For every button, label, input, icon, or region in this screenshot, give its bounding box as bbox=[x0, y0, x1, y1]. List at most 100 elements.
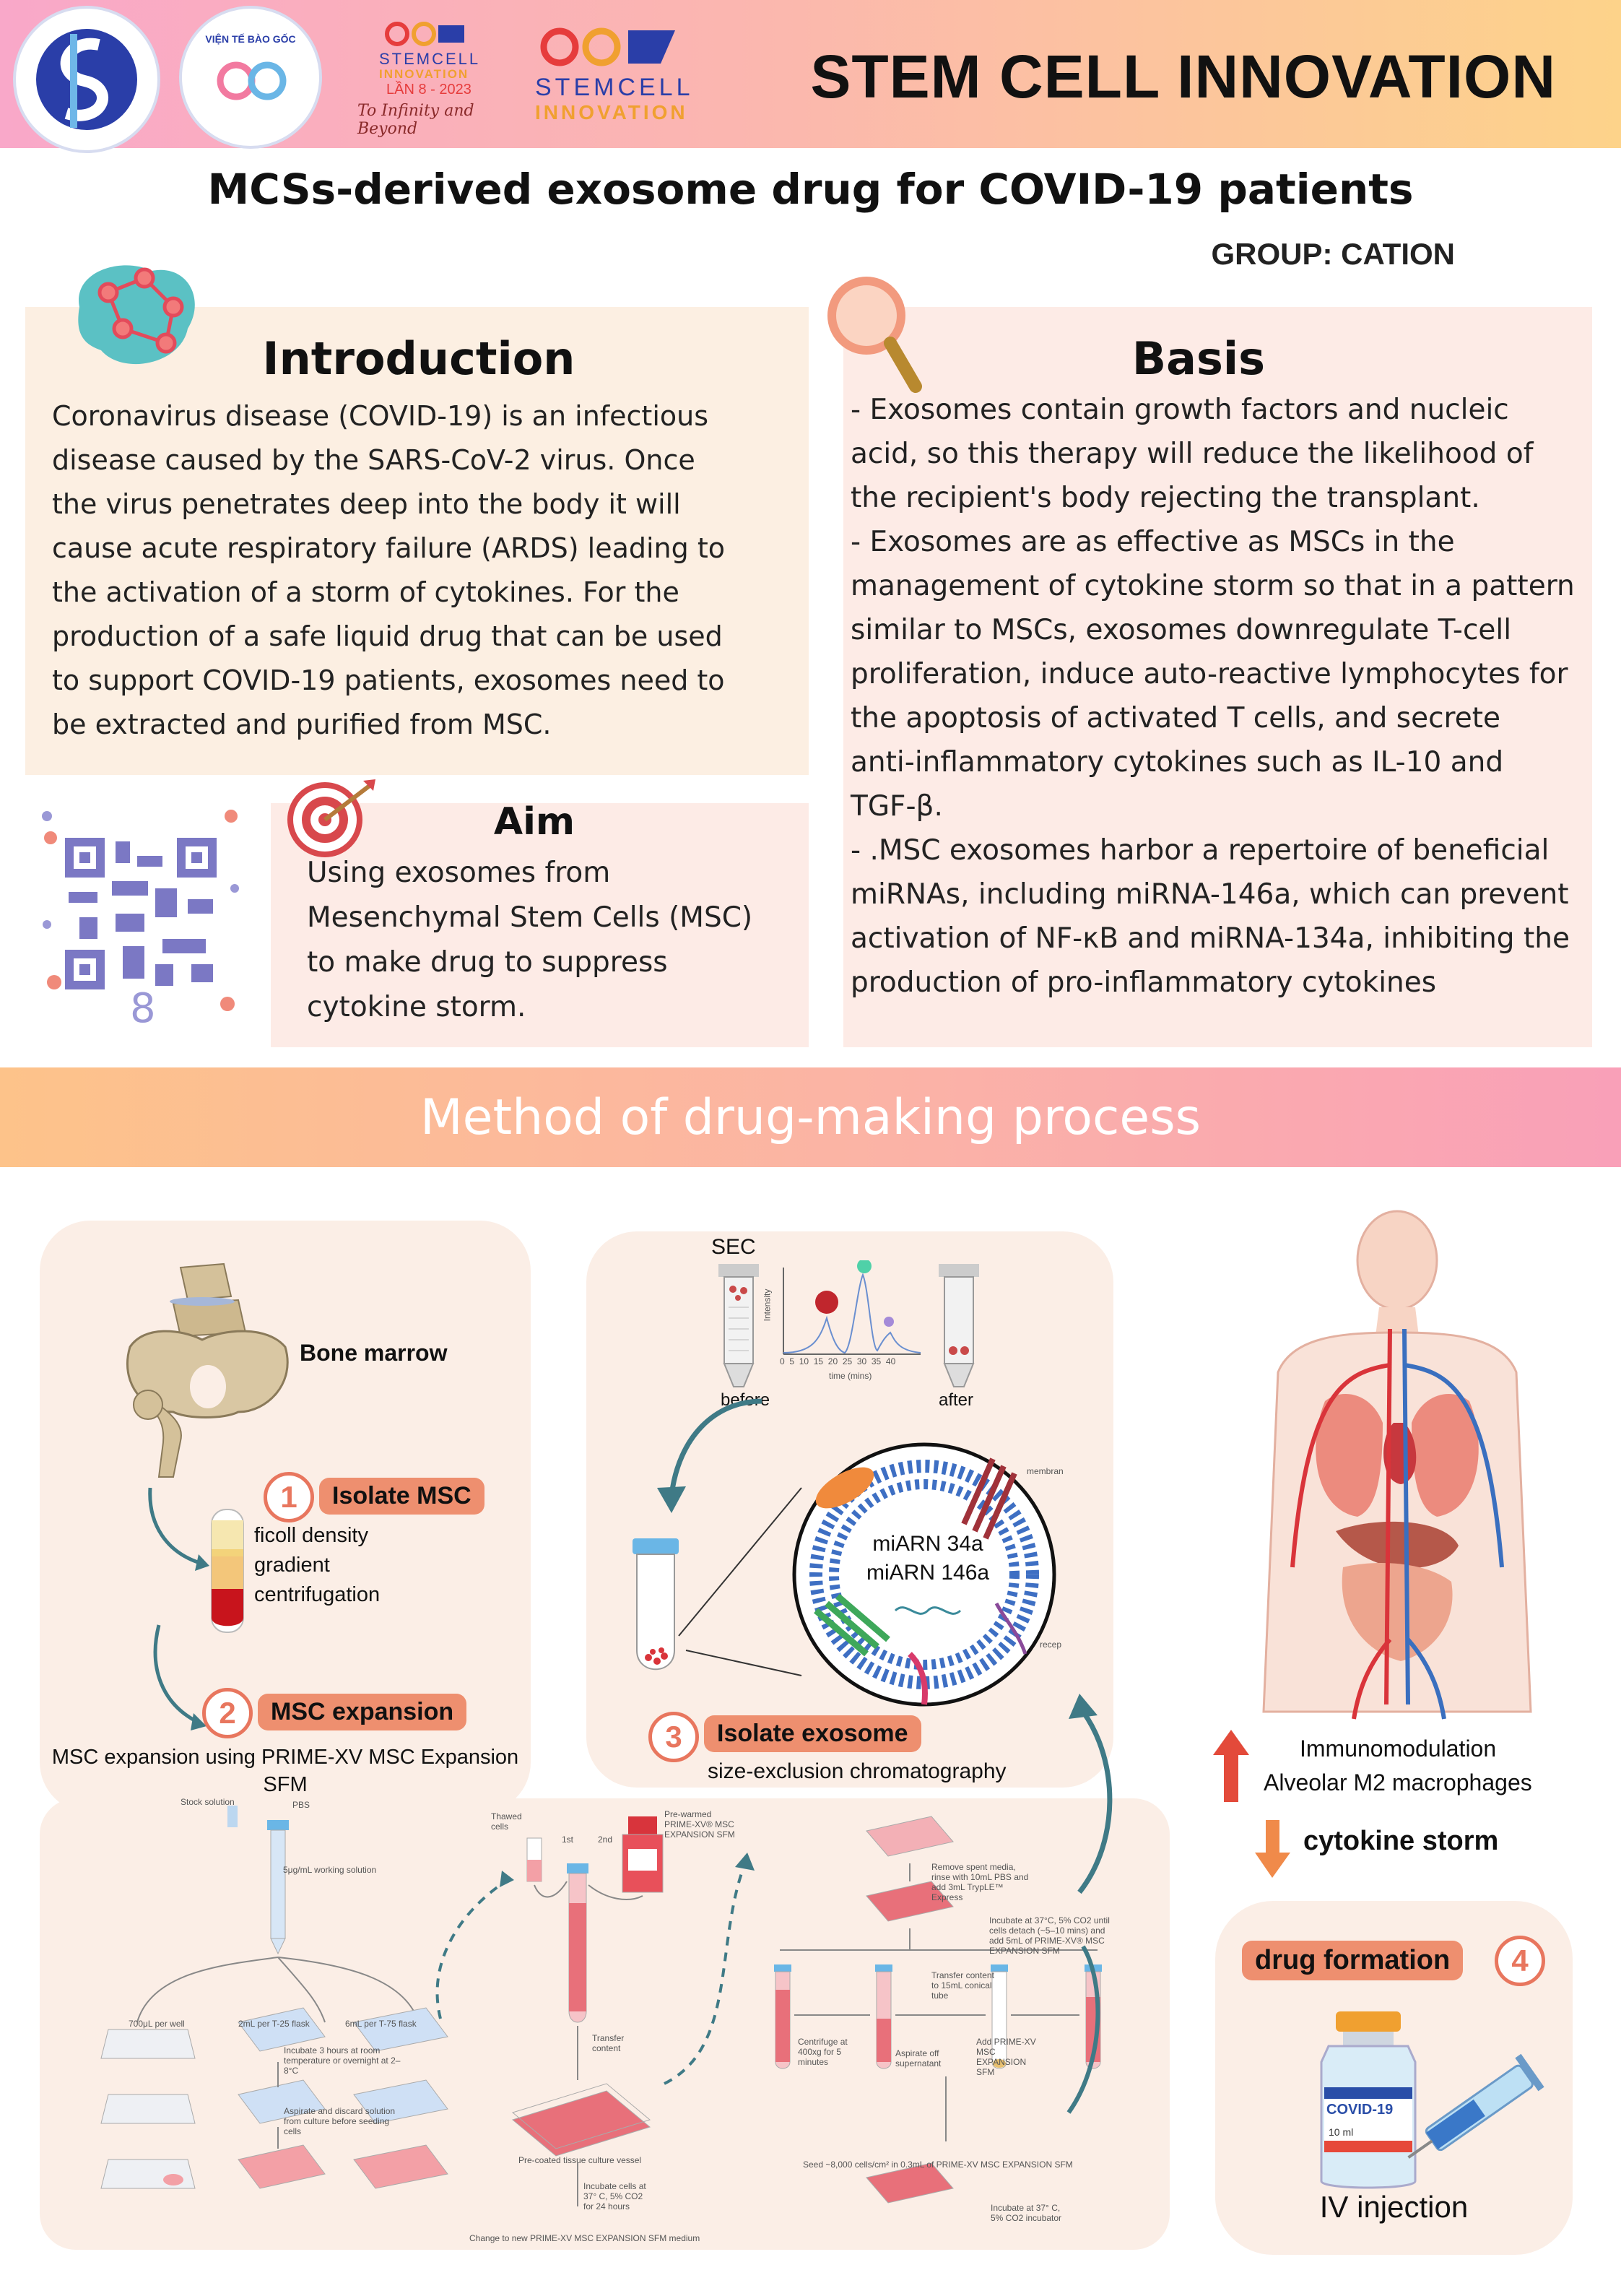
flower-decoration-icon: 8 bbox=[42, 810, 239, 1026]
event-logo-icon bbox=[385, 22, 464, 46]
sec-axis-x: time (mins) bbox=[829, 1371, 872, 1381]
header-title: STEM CELL INNOVATION bbox=[810, 43, 1556, 111]
note-stock-solution: Stock solution bbox=[181, 1797, 235, 1807]
note-incubate-detach: Incubate at 37°C, 5% CO2 until cells det… bbox=[989, 1915, 1110, 1956]
exosome-diagram bbox=[792, 1442, 1056, 1707]
exosome-membrane-label: membran bbox=[1027, 1466, 1064, 1476]
note-add-sfm: Add PRIME-XV MSC EXPANSION SFM bbox=[976, 2037, 1036, 2077]
note-transfer-15ml: Transfer content to 15mL conical tube bbox=[931, 1970, 994, 2001]
note-incubate-final: Incubate at 37° C, 5% CO2 incubator bbox=[991, 2203, 1062, 2223]
note-change-medium: Change to new PRIME-XV MSC EXPANSION SFM… bbox=[469, 2233, 700, 2243]
coating-protocol-illustration bbox=[100, 1806, 448, 2189]
target-icon bbox=[287, 779, 375, 857]
sec-column-after-icon bbox=[939, 1264, 979, 1387]
step2-label: MSC expansion bbox=[258, 1694, 467, 1730]
aim-title: Aim bbox=[493, 800, 575, 844]
zoom-lines bbox=[678, 1487, 802, 1676]
brand-logo-line1: STEMCELL bbox=[535, 74, 694, 101]
note-remove-media: Remove spent media, rinse with 10mL PBS … bbox=[931, 1862, 1029, 1902]
sec-after-label: after bbox=[939, 1390, 974, 1410]
introduction-panel bbox=[25, 307, 809, 775]
introduction-text: Coronavirus disease (COVID-19) is an inf… bbox=[52, 400, 725, 740]
note-second: 2nd bbox=[598, 1834, 613, 1845]
curved-arrow-icon bbox=[657, 1398, 762, 1513]
method-title: Method of drug-making process bbox=[420, 1089, 1201, 1146]
arrow-down-icon bbox=[1255, 1820, 1290, 1878]
note-incubate-3h: Incubate 3 hours at room temperature or … bbox=[284, 2045, 401, 2076]
sec-tick-labels: 0 5 10 15 20 25 30 35 40 bbox=[780, 1356, 896, 1366]
step4-description: IV injection bbox=[1319, 2190, 1469, 2224]
effect-macrophages: Alveolar M2 macrophages bbox=[1264, 1769, 1532, 1795]
expansion-illustration bbox=[435, 1816, 755, 2206]
note-incubate-24h: Incubate cells at 37° C, 5% CO2 for 24 h… bbox=[583, 2181, 646, 2211]
flow-arrow-icon bbox=[148, 1487, 209, 1730]
vial-label: COVID-19 bbox=[1326, 2102, 1394, 2118]
research-center-logo bbox=[13, 6, 160, 153]
note-pbs: PBS bbox=[292, 1800, 310, 1810]
sec-axis-y: Intensity bbox=[762, 1288, 773, 1322]
effect-cytokine-storm: cytokine storm bbox=[1303, 1826, 1499, 1856]
step1-label: Isolate MSC bbox=[319, 1478, 484, 1515]
infinity-cells-icon bbox=[217, 61, 287, 100]
step4-label: drug formation bbox=[1242, 1941, 1464, 1980]
note-transfer-content: Transfer content bbox=[592, 2033, 625, 2053]
step3-label: Isolate exosome bbox=[704, 1715, 921, 1752]
note-centrifuge: Centrifuge at 400xg for 5 minutes bbox=[798, 2037, 848, 2067]
magnifier-icon bbox=[827, 277, 922, 393]
step3-number: 3 bbox=[648, 1712, 699, 1762]
svg-text:8: 8 bbox=[130, 985, 156, 1026]
basis-title: Basis bbox=[1131, 332, 1266, 385]
bone-marrow-illustration bbox=[126, 1262, 289, 1478]
introduction-title: Introduction bbox=[262, 332, 575, 385]
exosome-tube-icon bbox=[633, 1538, 679, 1671]
vial-volume: 10 ml bbox=[1329, 2126, 1354, 2138]
vial-syringe-illustration bbox=[1320, 2011, 1544, 2189]
event-logo-line4: To Infinity and Beyond bbox=[357, 102, 474, 138]
brand-logo: STEMCELL INNOVATION bbox=[531, 22, 704, 130]
sec-column-before-icon bbox=[718, 1260, 921, 1387]
qr-code[interactable]: 8 bbox=[36, 802, 245, 1026]
step1-description: ficoll density gradient centrifugation bbox=[254, 1524, 381, 1606]
step3-description: size-exclusion chromatography bbox=[708, 1759, 1007, 1783]
event-logo-line3: LẦN 8 - 2023 bbox=[386, 82, 471, 98]
note-aspirate-supernatant: Aspirate off supernatant bbox=[895, 2048, 942, 2068]
basis-text: - Exosomes contain growth factors and nu… bbox=[851, 394, 1575, 999]
step1-number: 1 bbox=[264, 1472, 314, 1522]
event-logo-line1: STEMCELL bbox=[379, 50, 481, 68]
effect-immunomodulation: Immunomodulation bbox=[1300, 1736, 1497, 1762]
step4-number: 4 bbox=[1495, 1936, 1545, 1986]
note-thawed-cells: Thawed cells bbox=[491, 1811, 522, 1832]
arrow-up-icon bbox=[1213, 1730, 1249, 1802]
molecule-icon bbox=[78, 265, 195, 365]
step2-number: 2 bbox=[202, 1688, 253, 1738]
event-logo: STEMCELL INNOVATION LẦN 8 - 2023 To Infi… bbox=[357, 18, 516, 138]
note-prewarmed: Pre-warmed PRIME-XV® MSC EXPANSION SFM bbox=[664, 1809, 735, 1840]
note-700ul: 700μL per well bbox=[129, 2019, 185, 2029]
step2-description: MSC expansion using PRIME-XV MSC Expansi… bbox=[51, 1746, 519, 1796]
basis-panel bbox=[843, 307, 1592, 1047]
brand-logo-icon bbox=[540, 27, 675, 66]
exosome-mirna-labels: miARN 34a miARN 146a bbox=[866, 1532, 990, 1585]
exosome-receptor-label: recep bbox=[1040, 1639, 1062, 1650]
expansion-protocol-box bbox=[40, 1798, 1170, 2250]
note-working-solution: 5μg/mL working solution bbox=[283, 1865, 377, 1875]
note-t75: 6mL per T-75 flask bbox=[345, 2019, 417, 2029]
institute-name: VIỆN TẾ BÀO GỐC bbox=[205, 33, 296, 45]
institute-logo: VIỆN TẾ BÀO GỐC bbox=[179, 6, 322, 149]
ficoll-tube-icon bbox=[211, 1509, 244, 1633]
bone-marrow-label: Bone marrow bbox=[300, 1340, 448, 1366]
group-label: GROUP: CATION bbox=[1211, 237, 1455, 271]
note-t25: 2mL per T-25 flask bbox=[238, 2019, 310, 2029]
sec-label: SEC bbox=[711, 1235, 756, 1259]
up-arrow-icon bbox=[1069, 1694, 1113, 1894]
sc-logo-icon bbox=[36, 29, 137, 130]
note-precoated-vessel: Pre-coated tissue culture vessel bbox=[518, 2155, 642, 2165]
passaging-illustration bbox=[774, 1816, 1102, 2204]
method-band bbox=[0, 1067, 1621, 1167]
aim-text: Using exosomes from Mesenchymal Stem Cel… bbox=[307, 857, 753, 1023]
note-seed-cells: Seed ~8,000 cells/cm² in 0.3mL of PRIME-… bbox=[803, 2159, 1073, 2170]
brand-logo-line2: INNOVATION bbox=[535, 101, 688, 124]
note-first: 1st bbox=[562, 1834, 574, 1845]
poster-title: MCSs-derived exosome drug for COVID-19 p… bbox=[207, 165, 1414, 214]
human-body-illustration bbox=[1262, 1210, 1532, 1720]
